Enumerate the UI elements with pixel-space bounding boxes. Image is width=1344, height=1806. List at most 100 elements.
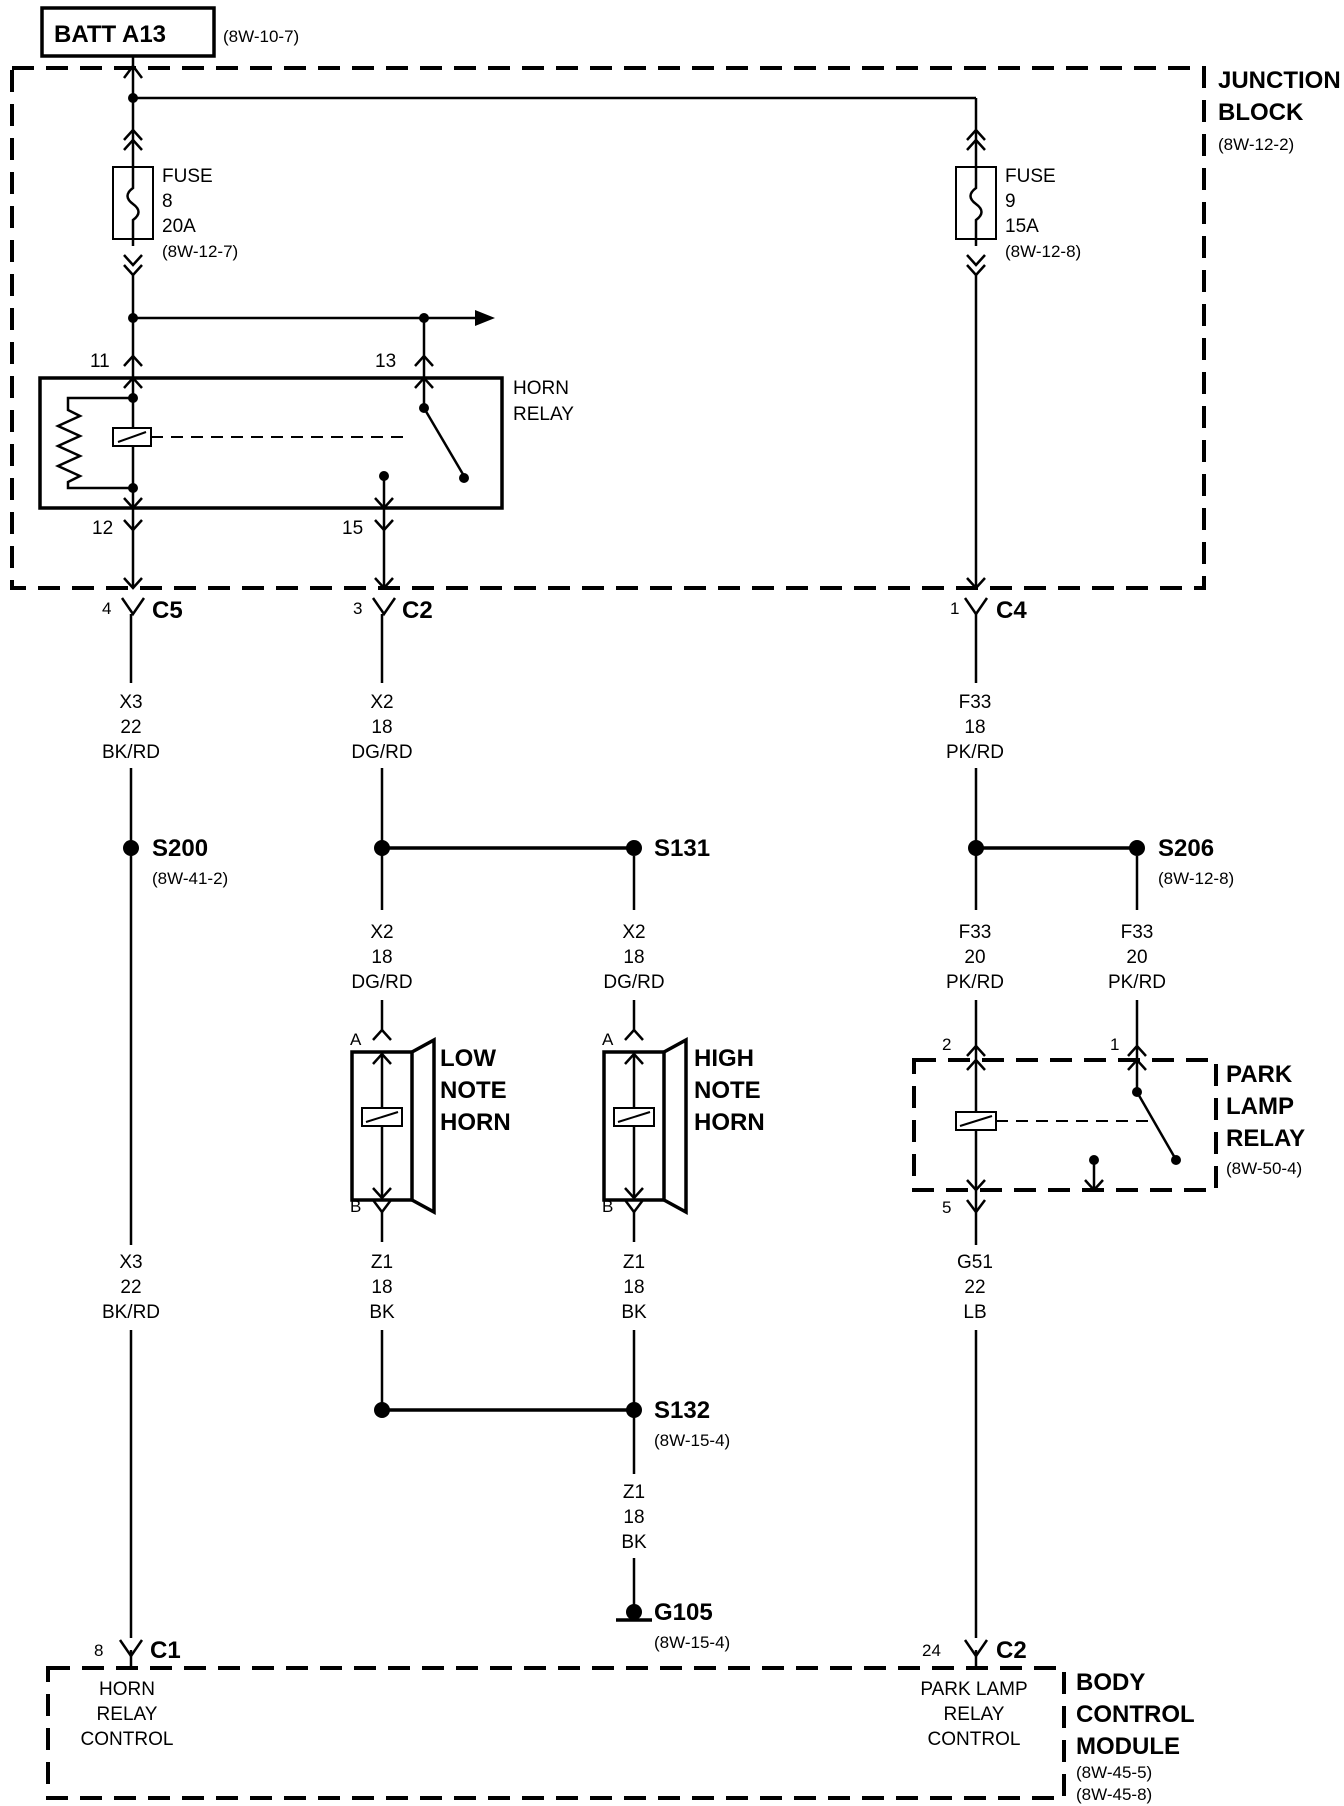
- s200-ref: (8W-41-2): [152, 869, 228, 888]
- bcm-horn-label-3: CONTROL: [81, 1729, 174, 1750]
- park-relay-pin5: 5: [942, 1198, 951, 1217]
- batt-ref: (8W-10-7): [223, 27, 299, 46]
- z1-high-circuit: Z1: [623, 1252, 645, 1273]
- s200-splice: [123, 840, 139, 856]
- fuse9-label-3: 15A: [1005, 216, 1039, 237]
- fuse8-branch-arrow: [475, 310, 495, 326]
- c5-label: C5: [152, 597, 183, 624]
- fuse9-label-2: 9: [1005, 191, 1016, 212]
- x3-bot-circuit: X3: [119, 1252, 142, 1273]
- bcm-title-2: CONTROL: [1076, 1701, 1195, 1728]
- pin13-connector: [414, 354, 434, 367]
- x2-high-color: DG/RD: [603, 972, 664, 993]
- fuse8-bottom-connector: [123, 254, 143, 277]
- c5-pin: 4: [102, 599, 111, 618]
- park-relay-coil-slash: [959, 1115, 993, 1127]
- x2-low-circuit: X2: [370, 922, 393, 943]
- horn-relay-pin15: 15: [342, 518, 363, 539]
- c2-pin: 3: [353, 599, 362, 618]
- junction-block-title-2: BLOCK: [1218, 99, 1304, 126]
- horn-relay-pin13: 13: [375, 351, 396, 372]
- fuse8-label-1: FUSE: [162, 166, 213, 187]
- bcm-horn-label-1: HORN: [99, 1679, 155, 1700]
- g105-ref: (8W-15-4): [654, 1633, 730, 1652]
- high-horn-pin-a-connector: [624, 1028, 644, 1041]
- s206-label: S206: [1158, 835, 1214, 862]
- park-relay-switch-arm: [1135, 1091, 1177, 1159]
- bcm-title-3: MODULE: [1076, 1733, 1180, 1760]
- bcm-ref-1: (8W-45-5): [1076, 1763, 1152, 1782]
- x2-top-circuit: X2: [370, 692, 393, 713]
- relay-suppression-resistor: [54, 396, 133, 490]
- fuse9-bottom-connector: [966, 254, 986, 277]
- park-relay-ground-arrow: [1084, 1179, 1104, 1192]
- bcm-c2-pin: 24: [922, 1641, 941, 1660]
- low-horn-internal-arrows: [372, 1052, 392, 1200]
- junction-block-boundary: [10, 66, 1206, 590]
- x3-bot-color: BK/RD: [102, 1302, 160, 1323]
- c2-connector: [371, 597, 397, 617]
- low-horn-pin-b-connector: [372, 1199, 392, 1215]
- fuse9-element: [969, 160, 983, 246]
- f33-top-circuit: F33: [959, 692, 992, 713]
- park-relay-label-2: LAMP: [1226, 1093, 1294, 1120]
- high-horn-coil-slash: [617, 1111, 651, 1123]
- g105-ground-dot: [626, 1604, 642, 1620]
- bcm-park-label-2: RELAY: [944, 1704, 1005, 1725]
- high-horn-pin-b-connector: [624, 1199, 644, 1215]
- s206-ref: (8W-12-8): [1158, 869, 1234, 888]
- low-horn-pin-b: B: [350, 1197, 361, 1216]
- park-relay-boundary: [912, 1058, 1218, 1192]
- horn-relay-pin12: 12: [92, 518, 113, 539]
- c5-arrow: [123, 577, 143, 590]
- bcm-park-label-3: CONTROL: [928, 1729, 1021, 1750]
- s131-splice: [626, 840, 642, 856]
- park-relay-pin2: 2: [942, 1035, 951, 1054]
- z1-high-gauge: 18: [623, 1277, 644, 1298]
- high-horn-pin-a: A: [602, 1030, 614, 1049]
- z1-high-color: BK: [621, 1302, 647, 1323]
- fuse9-ref: (8W-12-8): [1005, 242, 1081, 261]
- relay-coil-slash: [117, 431, 147, 443]
- c4-pin: 1: [950, 599, 959, 618]
- z1-ground-circuit: Z1: [623, 1482, 645, 1503]
- fuse9-top-connector: [966, 128, 986, 151]
- high-horn-label-2: NOTE: [694, 1077, 761, 1104]
- fuse8-element: [126, 160, 140, 246]
- f33-mid-color: PK/RD: [946, 972, 1004, 993]
- fuse8-top-connector: [123, 128, 143, 151]
- g105-label: G105: [654, 1599, 713, 1626]
- z1-low-gauge: 18: [371, 1277, 392, 1298]
- horn-relay-pin11: 11: [90, 351, 110, 372]
- batt-box: [40, 6, 216, 58]
- c4-label: C4: [996, 597, 1027, 624]
- bcm-boundary: [46, 1666, 1066, 1800]
- park-relay-pin2-connector: [966, 1044, 986, 1057]
- low-horn-pin-a-connector: [372, 1028, 392, 1041]
- c5-connector: [120, 597, 146, 617]
- horn-relay-box: [38, 376, 504, 510]
- low-horn-pin-a: A: [350, 1030, 362, 1049]
- junction-block-title-1: JUNCTION: [1218, 67, 1341, 94]
- park-relay-label-1: PARK: [1226, 1061, 1293, 1088]
- fuse8-label-2: 8: [162, 191, 173, 212]
- x3-top-gauge: 22: [120, 717, 141, 738]
- f33-top-gauge: 18: [964, 717, 985, 738]
- s132-ref: (8W-15-4): [654, 1431, 730, 1450]
- f33-right-circuit: F33: [1121, 922, 1154, 943]
- pin11-connector: [123, 354, 143, 367]
- low-horn-coil-slash: [365, 1111, 399, 1123]
- g51-gauge: 22: [964, 1277, 985, 1298]
- relay-switch-arm: [422, 407, 466, 477]
- s200-label: S200: [152, 835, 208, 862]
- bcm-c1-label: C1: [150, 1637, 181, 1664]
- pin12-connector: [123, 519, 143, 532]
- c2-label: C2: [402, 597, 433, 624]
- f33-top-color: PK/RD: [946, 742, 1004, 763]
- c4-arrow: [966, 577, 986, 590]
- f33-mid-circuit: F33: [959, 922, 992, 943]
- s206-splice: [1129, 840, 1145, 856]
- fuse8-branch-dot: [128, 313, 138, 323]
- high-horn-label-3: HORN: [694, 1109, 765, 1136]
